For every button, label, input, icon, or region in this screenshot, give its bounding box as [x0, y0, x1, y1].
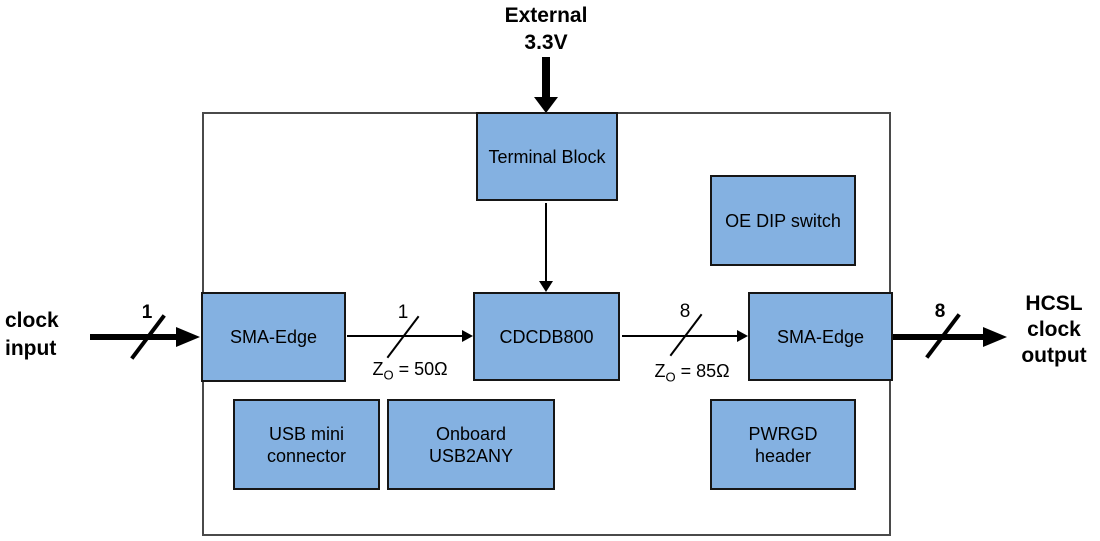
z-input-sub: O — [383, 367, 394, 383]
sma-to-cdcdb800-arrow-head-icon — [462, 330, 473, 342]
terminal-to-cdcdb800-line — [545, 203, 547, 283]
box-sma-edge-output: SMA-Edge — [748, 292, 893, 381]
cdcdb800-to-sma-arrow-head-icon — [737, 330, 748, 342]
external-supply-arrow-shaft — [542, 57, 550, 98]
pwrgd-header-line1: PWRGD — [748, 423, 818, 444]
z-output-symbol: Z — [654, 361, 666, 381]
sma-to-cdcdb800-line — [347, 335, 464, 337]
clock-output-arrow-head-icon — [983, 327, 1007, 347]
box-cdcdb800: CDCDB800 — [473, 292, 620, 381]
cdcdb800-to-sma-bus-width: 8 — [679, 301, 691, 322]
clock-input-arrow-head-icon — [176, 327, 200, 347]
z-output-sub: O — [665, 369, 676, 385]
box-usb-mini-connector: USB mini connector — [233, 399, 380, 490]
terminal-block-label: Terminal Block — [488, 146, 606, 167]
hcsl-output-line1: HCSL — [1025, 292, 1083, 315]
clock-input-label: clock input — [5, 307, 59, 363]
external-supply-arrow-head-icon — [534, 97, 558, 113]
clock-input-arrow-shaft — [90, 334, 178, 340]
clock-input-bus-width: 1 — [141, 302, 153, 323]
box-onboard-usb2any: Onboard USB2ANY — [387, 399, 555, 490]
z-output-value: = 85Ω — [680, 361, 730, 381]
onboard-usb2any-line2: USB2ANY — [428, 445, 514, 466]
cdcdb800-label: CDCDB800 — [499, 326, 594, 347]
z-input-symbol: Z — [372, 359, 384, 379]
clock-input-line1: clock — [5, 309, 59, 332]
oe-dip-switch-label: OE DIP switch — [725, 210, 841, 231]
sma-edge-output-label: SMA-Edge — [776, 326, 865, 347]
clock-output-bus-width: 8 — [934, 301, 946, 322]
box-sma-edge-input: SMA-Edge — [201, 292, 346, 382]
sma-to-cdcdb800-bus-width: 1 — [397, 302, 409, 323]
pwrgd-header-line2: header — [754, 445, 812, 466]
external-supply-line1: External — [504, 4, 588, 27]
box-pwrgd-header: PWRGD header — [710, 399, 856, 490]
usb-mini-line1: USB mini — [268, 423, 344, 444]
hcsl-output-line3: output — [1021, 344, 1087, 367]
external-supply-line2: 3.3V — [524, 31, 568, 54]
box-oe-dip-switch: OE DIP switch — [710, 175, 856, 266]
box-terminal-block: Terminal Block — [476, 112, 618, 201]
clock-input-line2: input — [5, 337, 57, 360]
z-input-label: ZO= 50Ω — [352, 359, 468, 383]
usb-mini-line2: connector — [266, 445, 347, 466]
sma-edge-input-label: SMA-Edge — [229, 327, 318, 347]
external-supply-label: External 3.3V — [476, 2, 616, 56]
onboard-usb2any-line1: Onboard — [435, 423, 507, 444]
z-input-value: = 50Ω — [398, 359, 448, 379]
terminal-to-cdcdb800-arrow-head-icon — [539, 281, 553, 292]
hcsl-output-line2: clock — [1027, 318, 1081, 341]
hcsl-output-label: HCSL clock output — [1008, 291, 1100, 369]
cdcdb800-to-sma-line — [622, 335, 738, 337]
z-output-label: ZO= 85Ω — [634, 361, 750, 385]
